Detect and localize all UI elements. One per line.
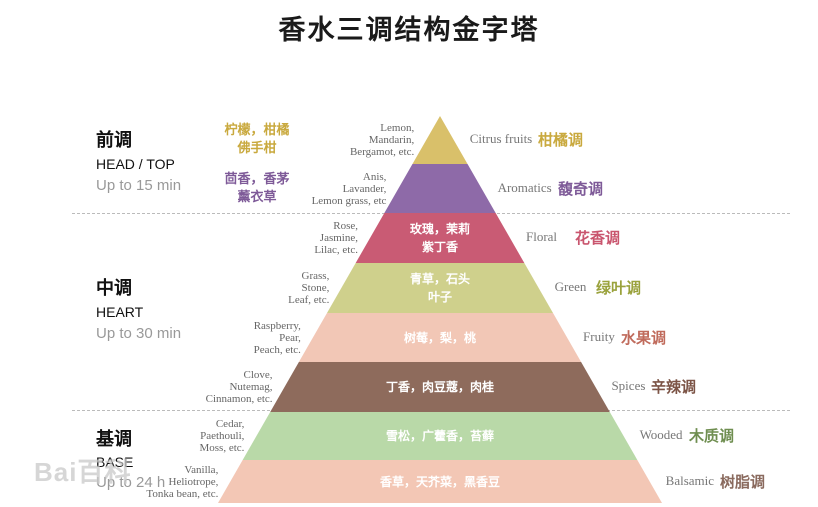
baidu-baike-watermark: Bai百科	[34, 457, 132, 487]
tier-label-text: 香草，天芥菜，黑香豆	[379, 474, 500, 489]
ingredient-en: Lemon,	[380, 122, 415, 134]
section-base-cn: 基调	[96, 429, 132, 450]
ingredient-en: Lavander,	[342, 182, 387, 195]
section-base-en: BASE	[96, 454, 134, 470]
tier-band-floral	[355, 213, 525, 263]
ingredient-en: Rose,	[333, 220, 358, 232]
ingredient-en: Lemon grass, etc	[311, 194, 387, 207]
family-en: Wooded	[639, 427, 683, 442]
tier-band-aromatics	[384, 164, 496, 213]
tier-band-fruity	[298, 313, 582, 362]
tier-label-text: 青草，石头	[409, 272, 470, 286]
section-head-cn: 前调	[96, 130, 132, 151]
family-cn: 水果调	[621, 328, 667, 347]
family-en: Fruity	[583, 328, 615, 344]
ingredient-en: Mandarin,	[368, 134, 415, 146]
family-cn: 辛辣调	[651, 378, 697, 396]
ingredient-en: Grass,	[301, 270, 330, 282]
page-title: 香水三调结构金字塔	[278, 15, 540, 46]
family-cn: 馥奇调	[558, 179, 604, 198]
tier-band-wooded	[242, 412, 638, 460]
section-heart-en: HEART	[96, 304, 144, 320]
ingredient-cn: 佛手柑	[237, 141, 277, 156]
ingredient-en: Clove,	[243, 369, 273, 381]
ingredient-en: Bergamot, etc.	[349, 146, 415, 158]
family-en: Spices	[611, 378, 646, 393]
ingredient-en: Lilac, etc.	[314, 244, 358, 256]
ingredient-en: Leaf, etc.	[288, 294, 330, 306]
ingredient-en: Jasmine,	[319, 232, 358, 244]
tier-band-green	[326, 263, 554, 313]
tier-label-text: 玫瑰，茉莉	[409, 222, 470, 236]
section-head-duration: Up to 15 min	[96, 177, 182, 194]
family-en: Floral	[525, 229, 558, 244]
tier-label-text: 紫丁香	[421, 240, 458, 254]
tier-label-text: 树莓，梨，桃	[403, 330, 476, 345]
tier-label-text: 丁香，肉豆蔻，肉桂	[385, 380, 494, 394]
ingredient-en: Cedar,	[215, 418, 245, 430]
ingredient-en: Raspberry,	[253, 319, 301, 332]
family-en: Aromatics	[497, 179, 552, 195]
section-head-en: HEAD / TOP	[96, 156, 175, 172]
ingredient-en: Tonka bean, etc.	[146, 487, 219, 500]
family-cn: 绿叶调	[596, 279, 642, 297]
section-heart-cn: 中调	[96, 278, 132, 299]
ingredient-en: Stone,	[301, 282, 330, 294]
ingredient-en: Peach, etc.	[253, 343, 301, 356]
family-en: Green	[554, 279, 587, 294]
ingredient-en: Heliotrope,	[168, 475, 219, 488]
family-en: Citrus fruits	[469, 131, 533, 146]
ingredient-cn: 薰衣草	[237, 189, 277, 205]
family-cn: 柑橘调	[538, 131, 584, 149]
tier-label-text: 叶子	[427, 290, 452, 304]
ingredient-en: Moss, etc.	[199, 442, 245, 454]
family-cn: 树脂调	[720, 472, 766, 491]
ingredient-en: Cinnamon, etc.	[205, 393, 273, 405]
tier-band-citrus-fruits	[412, 116, 468, 164]
section-base-duration: Up to 24 h	[96, 474, 166, 491]
ingredient-en: Anis,	[362, 170, 387, 183]
tier-band-spices	[270, 362, 610, 412]
tier-band-balsamic	[218, 460, 662, 503]
tier-label-text: 雪松，广藿香，苔藓	[385, 429, 494, 443]
family-cn: 花香调	[575, 229, 621, 247]
family-en: Balsamic	[665, 472, 715, 488]
family-cn: 木质调	[689, 427, 735, 445]
ingredient-en: Pear,	[279, 331, 301, 344]
ingredient-cn: 柠檬，柑橘	[224, 123, 290, 138]
ingredient-cn: 茴香，香茅	[224, 171, 290, 187]
ingredient-en: Nutemag,	[229, 381, 273, 393]
section-heart-duration: Up to 30 min	[96, 325, 182, 342]
ingredient-en: Vanilla,	[184, 463, 219, 476]
ingredient-en: Paethouli,	[200, 430, 245, 442]
